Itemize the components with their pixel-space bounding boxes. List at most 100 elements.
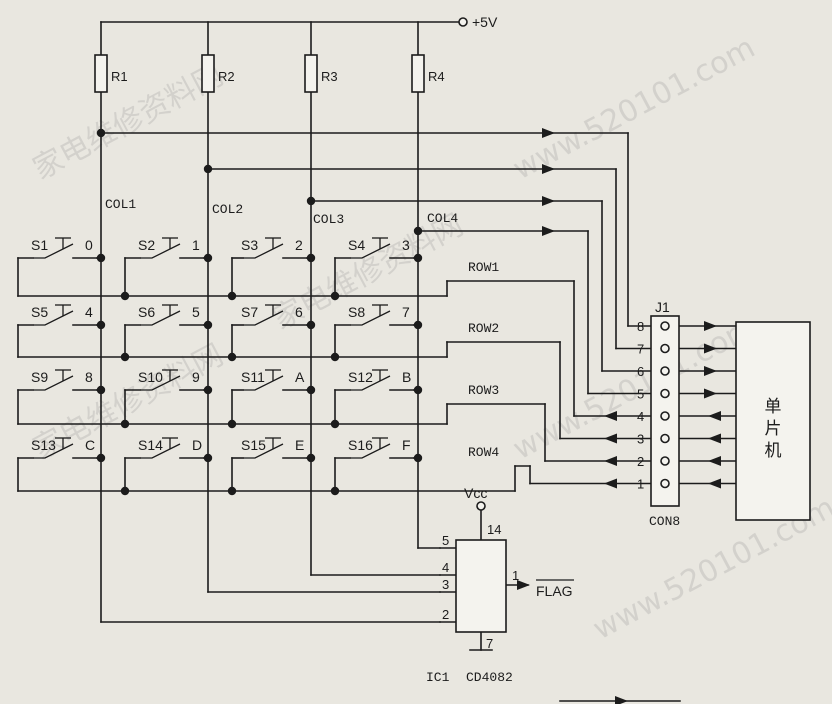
switch-key: D bbox=[192, 437, 202, 453]
column-tap-junction bbox=[96, 128, 106, 138]
switch-blade bbox=[140, 243, 181, 259]
switch-column-junction bbox=[96, 385, 106, 395]
mcu-label-char: 单 bbox=[765, 397, 782, 417]
vcc-label: +5V bbox=[472, 14, 498, 30]
switch-key: 4 bbox=[85, 304, 93, 320]
switch-name: S13 bbox=[31, 437, 56, 453]
switch-blade bbox=[350, 243, 391, 259]
gate-body bbox=[455, 539, 507, 633]
row-bus-junction bbox=[330, 352, 340, 362]
row-bus-junction bbox=[227, 486, 237, 496]
switch-blade bbox=[140, 375, 181, 391]
switch-column-junction bbox=[203, 253, 213, 263]
switch-key: 9 bbox=[192, 369, 200, 385]
switch-column-junction bbox=[203, 320, 213, 330]
switch-blade bbox=[33, 375, 74, 391]
switch-blade bbox=[33, 310, 74, 326]
column-label: COL3 bbox=[313, 212, 344, 227]
connector-pin bbox=[660, 433, 670, 444]
switch-key: 5 bbox=[192, 304, 200, 320]
switch-name: S7 bbox=[241, 304, 258, 320]
switch-name: S8 bbox=[348, 304, 365, 320]
switch-column-junction bbox=[306, 385, 316, 395]
gate-input-pin: 2 bbox=[442, 607, 449, 622]
switch-name: S5 bbox=[31, 304, 48, 320]
switch-name: S16 bbox=[348, 437, 373, 453]
switch-blade bbox=[243, 443, 284, 459]
watermark-text: 家电维修资料网 bbox=[27, 58, 229, 187]
switch-key: F bbox=[402, 437, 411, 453]
resistor-body bbox=[411, 54, 425, 93]
connector-pin bbox=[660, 366, 670, 376]
connector-pin-number: 5 bbox=[637, 387, 644, 402]
column-label: COL4 bbox=[427, 211, 458, 226]
connector-pin-number: 6 bbox=[637, 364, 644, 379]
switch-key: 3 bbox=[402, 237, 410, 253]
connector-part: CON8 bbox=[649, 514, 680, 529]
switch-name: S6 bbox=[138, 304, 155, 320]
switch-column-junction bbox=[203, 385, 213, 395]
resistor-label: R4 bbox=[428, 69, 445, 84]
gate-gnd-pin: 7 bbox=[486, 636, 493, 651]
switch-blade bbox=[350, 443, 391, 459]
switch-key: 0 bbox=[85, 237, 93, 253]
connector-ref: J1 bbox=[655, 299, 670, 315]
mcu-input-arrow bbox=[704, 388, 717, 399]
switch-blade bbox=[33, 243, 74, 259]
column-tap-junction bbox=[203, 164, 213, 174]
gate-vcc-terminal bbox=[476, 501, 486, 511]
resistor-body bbox=[94, 54, 108, 93]
switch-key: 6 bbox=[295, 304, 303, 320]
connector-pin bbox=[660, 321, 670, 331]
gate-output-arrow bbox=[517, 580, 530, 590]
row-bus-junction bbox=[120, 419, 130, 429]
partial-arrow-fragment bbox=[615, 696, 628, 704]
switch-name: S2 bbox=[138, 237, 155, 253]
row-bus-junction bbox=[120, 291, 130, 301]
resistor-body bbox=[304, 54, 318, 93]
gate-ref: IC1 bbox=[426, 670, 450, 685]
mcu-block bbox=[735, 321, 811, 521]
row-label: ROW3 bbox=[468, 383, 499, 398]
watermark-text: www.520101.com bbox=[507, 30, 761, 187]
mcu-label-char: 片 bbox=[765, 419, 782, 439]
switch-key: E bbox=[295, 437, 304, 453]
mcu-output-arrow bbox=[708, 478, 721, 489]
gate-vcc-label: Vcc bbox=[464, 485, 487, 501]
row-bus-junction bbox=[330, 291, 340, 301]
vcc-terminal bbox=[458, 17, 468, 27]
switch-name: S12 bbox=[348, 369, 373, 385]
switch-name: S10 bbox=[138, 369, 163, 385]
resistor-label: R3 bbox=[321, 69, 338, 84]
gate-part: CD4082 bbox=[466, 670, 513, 685]
switch-blade bbox=[243, 375, 284, 391]
switch-name: S4 bbox=[348, 237, 365, 253]
switch-name: S3 bbox=[241, 237, 258, 253]
switch-column-junction bbox=[96, 453, 106, 463]
column-signal-arrow bbox=[542, 196, 555, 206]
gate-vcc-pin: 14 bbox=[487, 522, 501, 537]
switch-blade bbox=[140, 443, 181, 459]
row-label: ROW4 bbox=[468, 445, 499, 460]
connector-pin-number: 3 bbox=[637, 432, 644, 447]
mcu-output-arrow bbox=[708, 411, 721, 421]
row-signal-arrow bbox=[604, 433, 617, 444]
switch-column-junction bbox=[203, 453, 213, 463]
switch-blade bbox=[350, 375, 391, 391]
switch-name: S15 bbox=[241, 437, 266, 453]
switch-name: S11 bbox=[241, 369, 265, 385]
switch-key: 1 bbox=[192, 237, 200, 253]
column-tap-junction bbox=[306, 196, 316, 206]
resistor-label: R2 bbox=[218, 69, 235, 84]
connector-pin-number: 4 bbox=[637, 409, 644, 424]
row-label: ROW1 bbox=[468, 260, 499, 275]
switch-key: B bbox=[402, 369, 411, 385]
switch-key: 2 bbox=[295, 237, 303, 253]
connector-pin bbox=[660, 478, 670, 489]
gate-input-pin: 4 bbox=[442, 560, 449, 575]
row-signal-arrow bbox=[604, 456, 617, 466]
mcu-output-arrow bbox=[708, 456, 721, 466]
mcu-input-arrow bbox=[704, 321, 717, 331]
connector-pin bbox=[660, 388, 670, 399]
